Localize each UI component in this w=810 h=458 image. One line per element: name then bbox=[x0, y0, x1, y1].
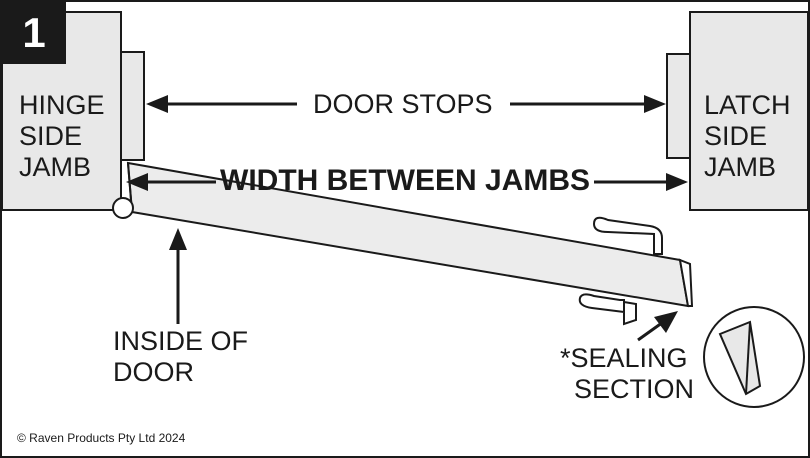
sealing-section-label: *SEALING SECTION bbox=[560, 343, 694, 405]
inside-label-line-2: DOOR bbox=[113, 357, 194, 387]
inside-door-arrowhead bbox=[169, 228, 187, 250]
door-stops-arrowhead-right bbox=[644, 95, 666, 113]
sealing-flap bbox=[678, 258, 694, 307]
latch-door-stop bbox=[666, 53, 691, 159]
hinge-label-line-3: JAMB bbox=[19, 152, 92, 182]
step-number-badge: 1 bbox=[2, 2, 66, 64]
sealing-detail-edge bbox=[745, 321, 751, 395]
door-stops-arrowhead-left bbox=[146, 95, 168, 113]
inside-label-line-1: INSIDE OF bbox=[113, 326, 249, 356]
door-handle-bottom bbox=[578, 293, 637, 326]
sealing-label-line-2: SECTION bbox=[574, 374, 695, 404]
hinge-label-line-1: HINGE bbox=[19, 90, 105, 120]
door-stops-label: DOOR STOPS bbox=[313, 89, 493, 119]
latch-side-jamb-label: LATCH SIDE JAMB bbox=[704, 90, 791, 183]
sealing-label-line-1: *SEALING bbox=[560, 343, 688, 373]
inside-of-door-label: INSIDE OF DOOR bbox=[113, 326, 248, 388]
hinge-label-line-2: SIDE bbox=[19, 121, 83, 151]
hinge-pivot bbox=[112, 197, 134, 219]
sealing-arrowhead bbox=[654, 311, 678, 333]
width-between-jambs-label: WIDTH BETWEEN JAMBS bbox=[220, 164, 590, 197]
door-handle-top bbox=[592, 216, 663, 255]
width-arrowhead-left bbox=[126, 173, 148, 191]
width-arrowhead-right bbox=[666, 173, 688, 191]
latch-label-line-3: JAMB bbox=[704, 152, 777, 182]
hinge-side-jamb-label: HINGE SIDE JAMB bbox=[19, 90, 105, 183]
latch-label-line-2: SIDE bbox=[704, 121, 768, 151]
hinge-door-stop bbox=[120, 51, 145, 161]
copyright-text: © Raven Products Pty Ltd 2024 bbox=[17, 431, 186, 445]
latch-label-line-1: LATCH bbox=[704, 90, 791, 120]
